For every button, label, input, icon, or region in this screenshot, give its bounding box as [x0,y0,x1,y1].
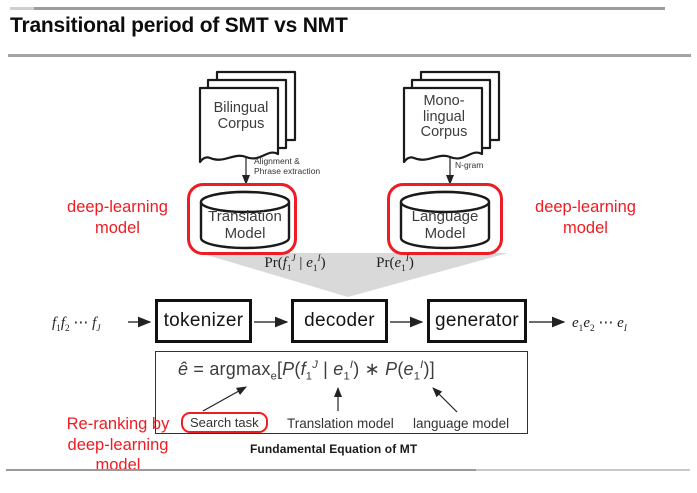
decoder-box: decoder [291,299,388,343]
translation-model-highlight [187,183,297,255]
monolingual-corpus-label: Mono- lingual Corpus [405,93,483,141]
language-model-line2: Model [424,225,466,242]
language-prob-formula: Pr(e1I) [376,254,414,274]
language-model-term-label: language model [413,416,510,431]
tokenizer-box: tokenizer [155,299,252,343]
monolingual-corpus-line1: Mono- [423,93,465,109]
deep-learning-annotation-right: deep-learning model [508,197,663,238]
alignment-label-line2: Phrase extraction [254,166,321,176]
source-sequence-label: f1f2 ⋯ fJ [52,315,101,334]
reranking-line2: deep-learning [67,435,169,454]
monolingual-corpus-icon [402,70,501,164]
monolingual-corpus-line2: lingual [423,108,465,125]
fundamental-equation: ê = argmaxe[P(f1J | e1I) ∗ P(e1I)] [178,359,435,383]
title-divider [8,54,691,57]
language-model-line1: Language [411,208,479,225]
bilingual-corpus-line1: Bilingual [213,100,269,116]
bilingual-corpus-label: Bilingual Corpus [202,100,280,132]
monolingual-corpus-line3: Corpus [420,124,468,140]
reranking-annotation: Re-ranking by deep-learning model [34,414,202,476]
corpus-page-front [198,86,280,164]
cylinder-top [399,190,491,214]
corpus-page-front [402,86,484,164]
translation-model-label: Translation Model [199,208,291,242]
slide-title: Transitional period of SMT vs NMT [10,14,348,37]
bilingual-corpus-icon [198,70,297,164]
equation-panel [155,351,528,434]
alignment-extraction-label: Alignment & Phrase extraction [254,156,320,176]
translation-model-cylinder-icon [199,190,291,250]
deep-learning-right-line1: deep-learning [535,198,636,216]
translation-model-line2: Model [224,225,266,242]
language-model-highlight [387,183,503,255]
alignment-label-line1: Alignment & [254,156,300,166]
bilingual-corpus-line2: Corpus [217,115,265,132]
equation-caption: Fundamental Equation of MT [250,442,418,456]
reranking-line1: Re-ranking by [66,415,170,433]
cylinder-top [199,190,291,214]
top-divider-tip [10,7,34,10]
bottom-divider [6,469,476,471]
language-model-label: Language Model [399,208,491,242]
deep-learning-right-line2: model [563,218,608,237]
ngram-label: N-gram [455,160,484,170]
deep-learning-left-line1: deep-learning [67,198,168,216]
reranking-line3: model [95,456,141,474]
deep-learning-annotation-left: deep-learning model [40,197,195,238]
translation-prob-formula: Pr(f1J | e1I) [264,254,326,274]
translation-model-term-label: Translation model [287,416,394,431]
deep-learning-left-line2: model [95,218,140,237]
target-sequence-label: e1e2 ⋯ eI [572,315,627,334]
translation-model-line1: Translation [208,208,282,225]
search-task-label: Search task [181,412,268,433]
top-divider [10,7,665,10]
generator-box: generator [427,299,527,343]
bottom-divider-light [476,469,690,471]
language-model-cylinder-icon [399,190,491,250]
